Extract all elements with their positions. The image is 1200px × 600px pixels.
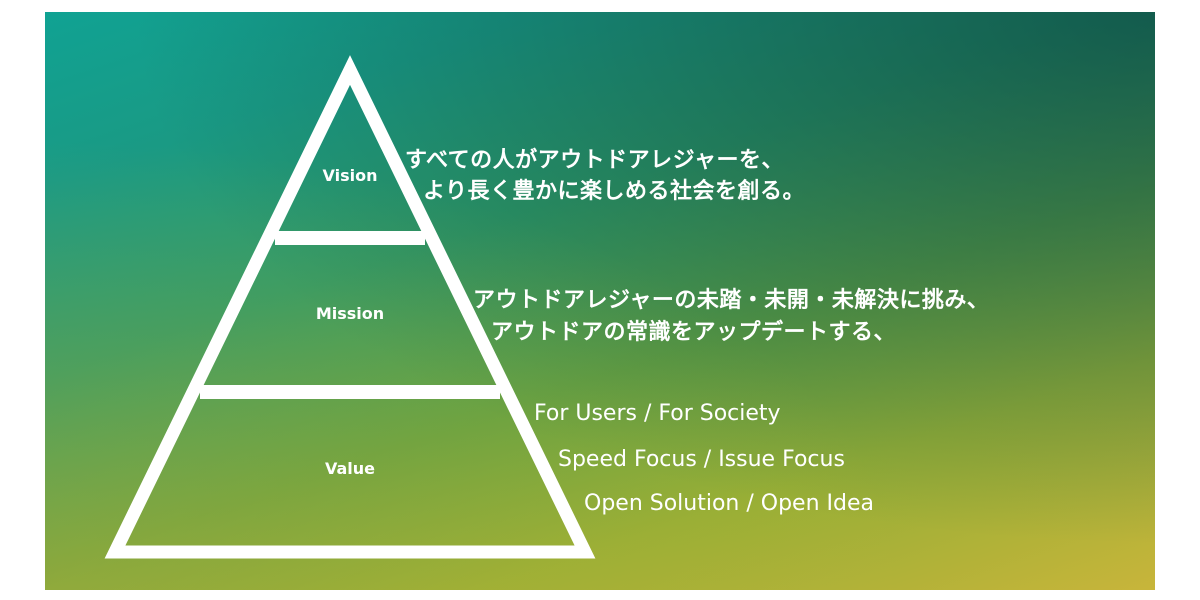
pyramid-outline bbox=[104, 55, 596, 559]
vision-statement-line-2: より長く豊かに楽しめる社会を創る。 bbox=[423, 179, 806, 204]
background-shade bbox=[45, 12, 1155, 590]
mission-statement-line-2: アウトドアの常識をアップデートする、 bbox=[491, 320, 897, 345]
mission-label: Mission bbox=[315, 304, 385, 323]
value-label: Value bbox=[324, 459, 376, 478]
pyramid-diagram bbox=[104, 55, 596, 559]
mission-statement-line-1: アウトドアレジャーの未踏・未開・未解決に挑み、 bbox=[473, 288, 990, 313]
slide-background: Vision Mission Value すべての人がアウトドアレジャーを、 よ… bbox=[45, 12, 1155, 590]
value-item-2: Speed Focus / Issue Focus bbox=[558, 447, 845, 472]
vision-label: Vision bbox=[322, 166, 378, 185]
value-item-3: Open Solution / Open Idea bbox=[584, 491, 874, 516]
value-item-1: For Users / For Society bbox=[534, 401, 781, 426]
vision-statement-line-1: すべての人がアウトドアレジャーを、 bbox=[405, 148, 784, 173]
background-warm-shade bbox=[45, 12, 1155, 590]
